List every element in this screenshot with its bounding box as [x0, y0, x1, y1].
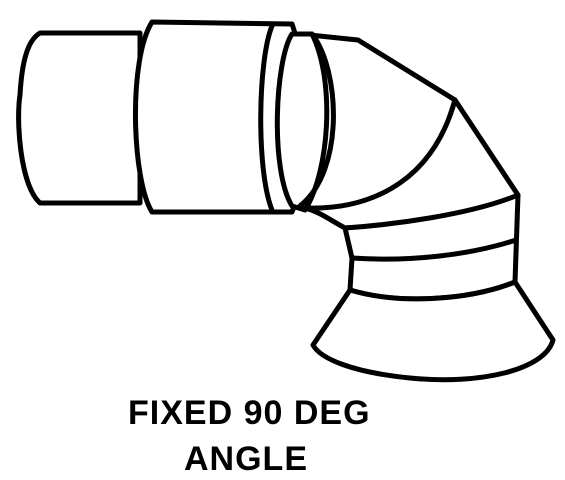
- flared-bell-end: [310, 279, 556, 383]
- caption-line-2: ANGLE: [184, 440, 308, 478]
- segment-3-mid-line: [349, 237, 519, 262]
- left-pipe-section: [16, 30, 143, 206]
- elbow-collar-face: [297, 31, 336, 209]
- sleeve-inner-rim: [258, 23, 275, 213]
- caption-line-1: FIXED 90 DEG: [128, 394, 371, 432]
